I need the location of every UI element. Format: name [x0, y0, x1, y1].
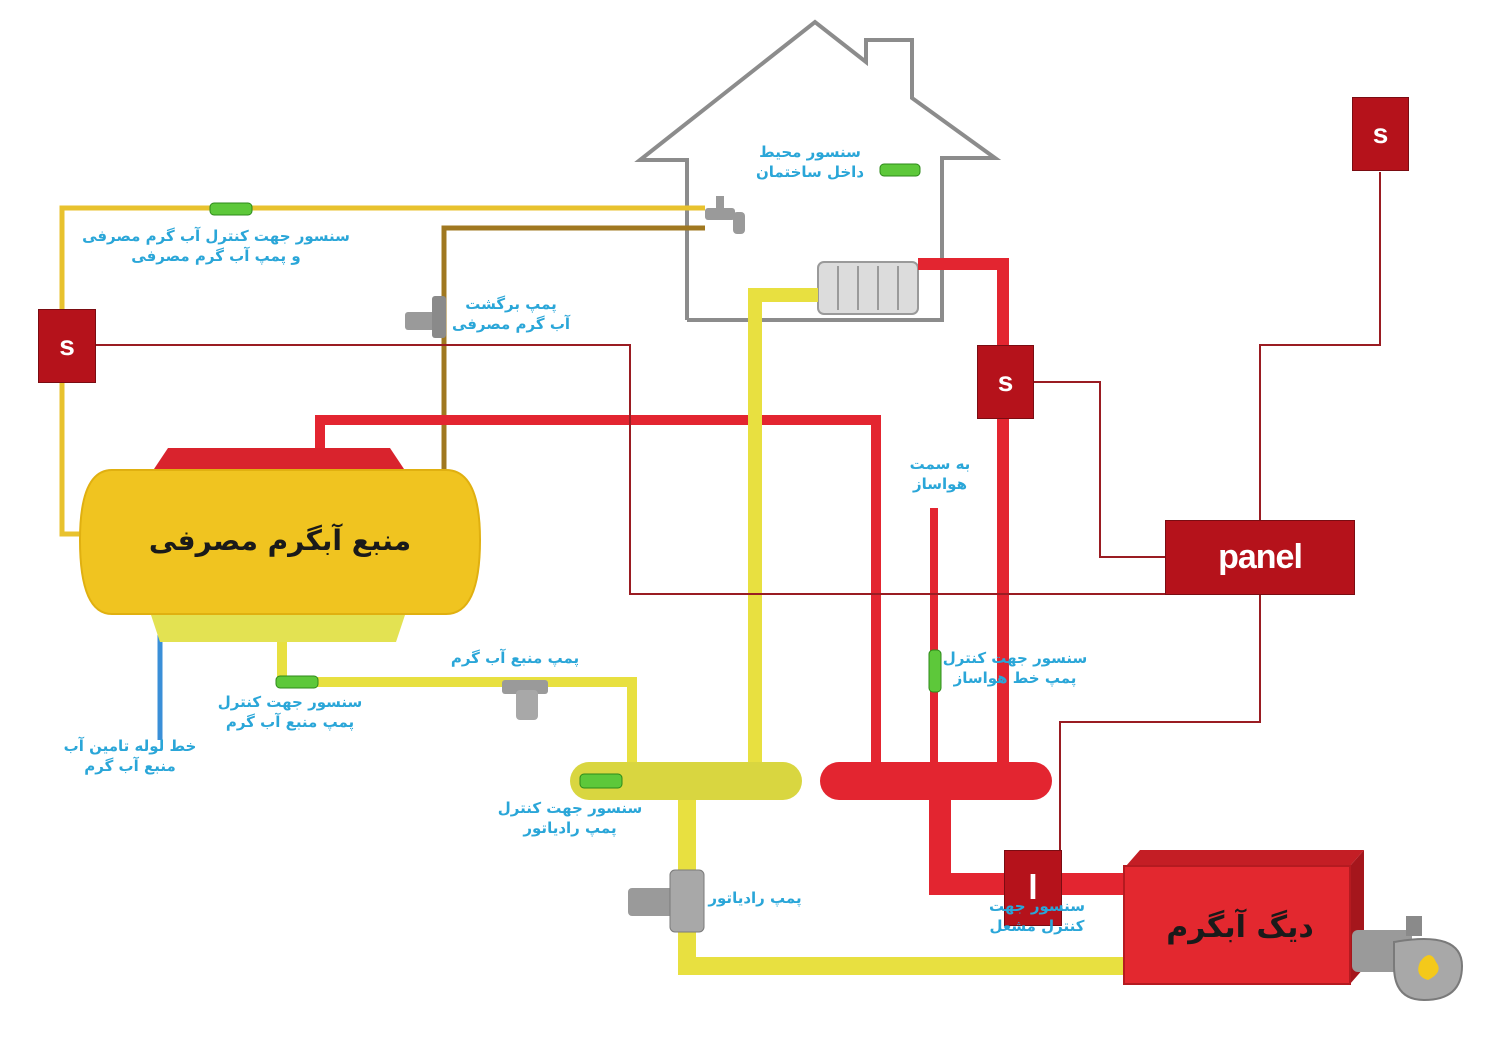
hot-manifold — [820, 762, 1052, 800]
return-pump-icon — [405, 296, 446, 338]
house-outline — [634, 19, 1002, 322]
panel-label: panel — [1218, 538, 1303, 576]
tank-pump-label: پمپ منبع آب گرم — [450, 649, 580, 667]
tank-pump-sensor-label: سنسور جهت کنترل پمپ منبع آب گرم — [217, 693, 363, 731]
boiler — [1123, 850, 1364, 985]
hot-water-sensor-icon — [209, 202, 253, 216]
hot-water-tank — [78, 448, 482, 642]
radiator-supply-pipes — [277, 288, 1126, 975]
supply-manifold — [570, 762, 802, 800]
radiator-sensor-label: سنسور جهت کنترل پمپ رادیاتور — [497, 799, 643, 837]
sensor-label: s — [1372, 118, 1389, 149]
indoor-sensor-label: سنسور محیط داخل ساختمان — [755, 143, 865, 181]
radiator-pump-icon — [628, 869, 705, 933]
outdoor-sensor-box: s — [1352, 97, 1409, 171]
radiator-sensor-icon — [579, 773, 623, 789]
return-pump-label: پمپ برگشت آب گرم مصرفی — [451, 295, 571, 333]
radiator-icon — [817, 261, 919, 315]
control-wiring — [96, 172, 1381, 850]
faucet-icon — [705, 196, 745, 234]
indoor-sensor-icon — [879, 163, 921, 177]
radiator-pump-label: پمپ رادیاتور — [708, 889, 802, 907]
sensor-label: s — [59, 330, 75, 361]
air-handler-sensor-icon — [928, 649, 942, 693]
hot-water-pipes — [315, 258, 1128, 895]
air-handler-sensor-label: سنسور جهت کنترل پمپ خط هواساز — [942, 649, 1088, 687]
boiler-sensor-text: سنسور جهت کنترل مشعل — [989, 897, 1085, 935]
tank-sensor-box: s — [38, 309, 96, 383]
panel-box: panel — [1165, 520, 1355, 595]
boiler-sensor-label: l — [1028, 868, 1038, 907]
tank-pump-sensor-icon — [275, 675, 319, 689]
burner-icon — [1352, 916, 1464, 1002]
tank-title: منبع آبگرم مصرفی — [148, 524, 412, 557]
boiler-sensor-box: l — [1004, 850, 1062, 926]
sensor-label: s — [997, 366, 1014, 397]
tank-pump-icon — [502, 680, 548, 720]
return-pipe — [441, 225, 705, 470]
supply-sensor-box: s — [977, 345, 1034, 419]
air-handler-label: به سمت هواساز — [909, 455, 971, 493]
boiler-title: دیگ آبگرم — [1166, 910, 1314, 945]
supply-line-label: خط لوله تامین آب منبع آب گرم — [63, 737, 197, 775]
hot-water-sensor-label: سنسور جهت کنترل آب گرم مصرفی و پمپ آب گر… — [82, 227, 350, 265]
